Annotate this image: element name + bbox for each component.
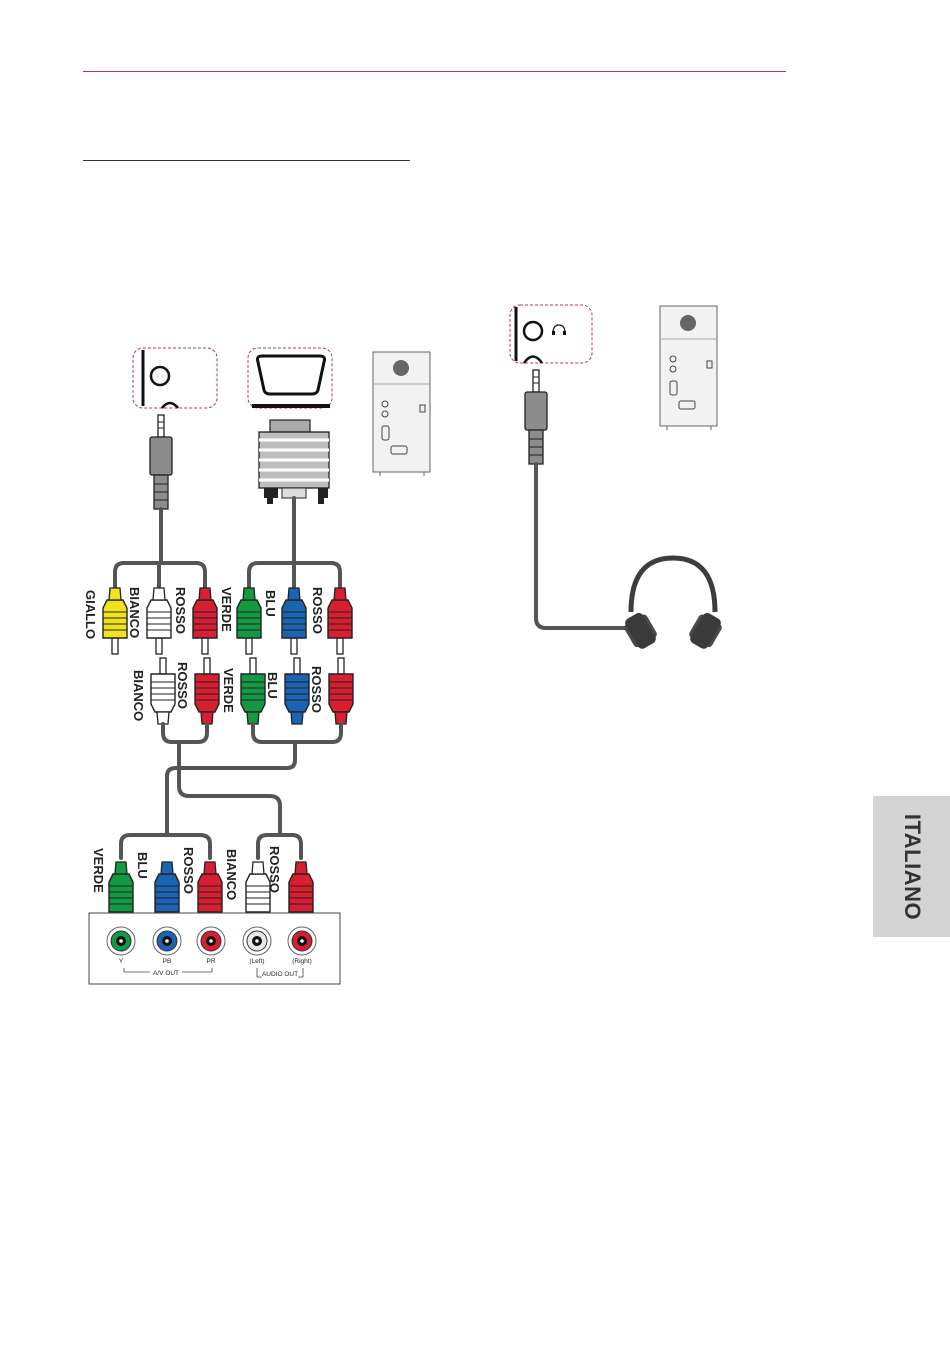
vga-plug [259, 420, 329, 504]
rca-plug-red [193, 588, 217, 654]
cable-color-label: BIANCO [224, 849, 239, 900]
cable-color-label: BIANCO [131, 670, 146, 721]
headphone-cable [536, 464, 630, 628]
device-side-view-left [373, 352, 430, 476]
rca-plug-white [147, 588, 171, 654]
mini-jack-plug-right [525, 370, 547, 464]
cable-color-label: VERDE [91, 848, 106, 893]
jack-label: Y [119, 958, 124, 965]
cable-color-label: ROSSO [181, 847, 196, 894]
audio-out-label: AUDIO OUT [262, 971, 298, 978]
mini-jack-plug-left [150, 415, 172, 509]
cable-color-label: GIALLO [83, 590, 98, 639]
vga-port-zoom [248, 348, 332, 408]
rca-plug-green [237, 588, 261, 654]
headphone-icon [552, 325, 566, 335]
cable-color-label: VERDE [221, 668, 236, 713]
jack-label: PR [206, 958, 215, 965]
rca-plug-red [195, 658, 219, 724]
cable-color-label: BIANCO [127, 587, 142, 638]
headphone-port-zoom [510, 305, 592, 363]
rca-plug-blue [285, 658, 309, 724]
cable-color-label: ROSSO [309, 666, 324, 713]
headphones-icon [621, 558, 726, 652]
rca-plug-blue [282, 588, 306, 654]
cable-color-label: ROSSO [173, 587, 188, 634]
device-side-view-right [660, 306, 717, 430]
rca-plug-yellow [103, 588, 127, 654]
jack-label: PB [163, 958, 172, 965]
av-out-label: A/V OUT [153, 970, 179, 977]
cable-color-label: BLU [265, 672, 280, 699]
jack-label: (Right) [292, 958, 312, 965]
cable-color-label: ROSSO [175, 662, 190, 709]
cables-top [115, 498, 340, 588]
rca-plug-red [328, 588, 352, 654]
rca-plug-white [151, 658, 175, 724]
rca-plug-red [329, 658, 353, 724]
language-tab-label: ITALIANO [899, 813, 925, 919]
av-out-panel: Y PB PR (Left) (Right) A/V OUT AUDIO OUT [89, 913, 340, 984]
cable-color-label: BLU [263, 590, 278, 617]
cable-color-label: ROSSO [310, 587, 325, 634]
cable-color-label: ROSSO [267, 846, 282, 893]
rca-plug-green [241, 658, 265, 724]
cables-middle [121, 724, 341, 858]
cable-color-label: VERDE [219, 587, 234, 632]
jack-label: (Left) [249, 958, 264, 965]
cable-color-label: BLU [135, 852, 150, 879]
audio-port-zoom [133, 348, 217, 408]
language-tab: ITALIANO [873, 796, 950, 937]
